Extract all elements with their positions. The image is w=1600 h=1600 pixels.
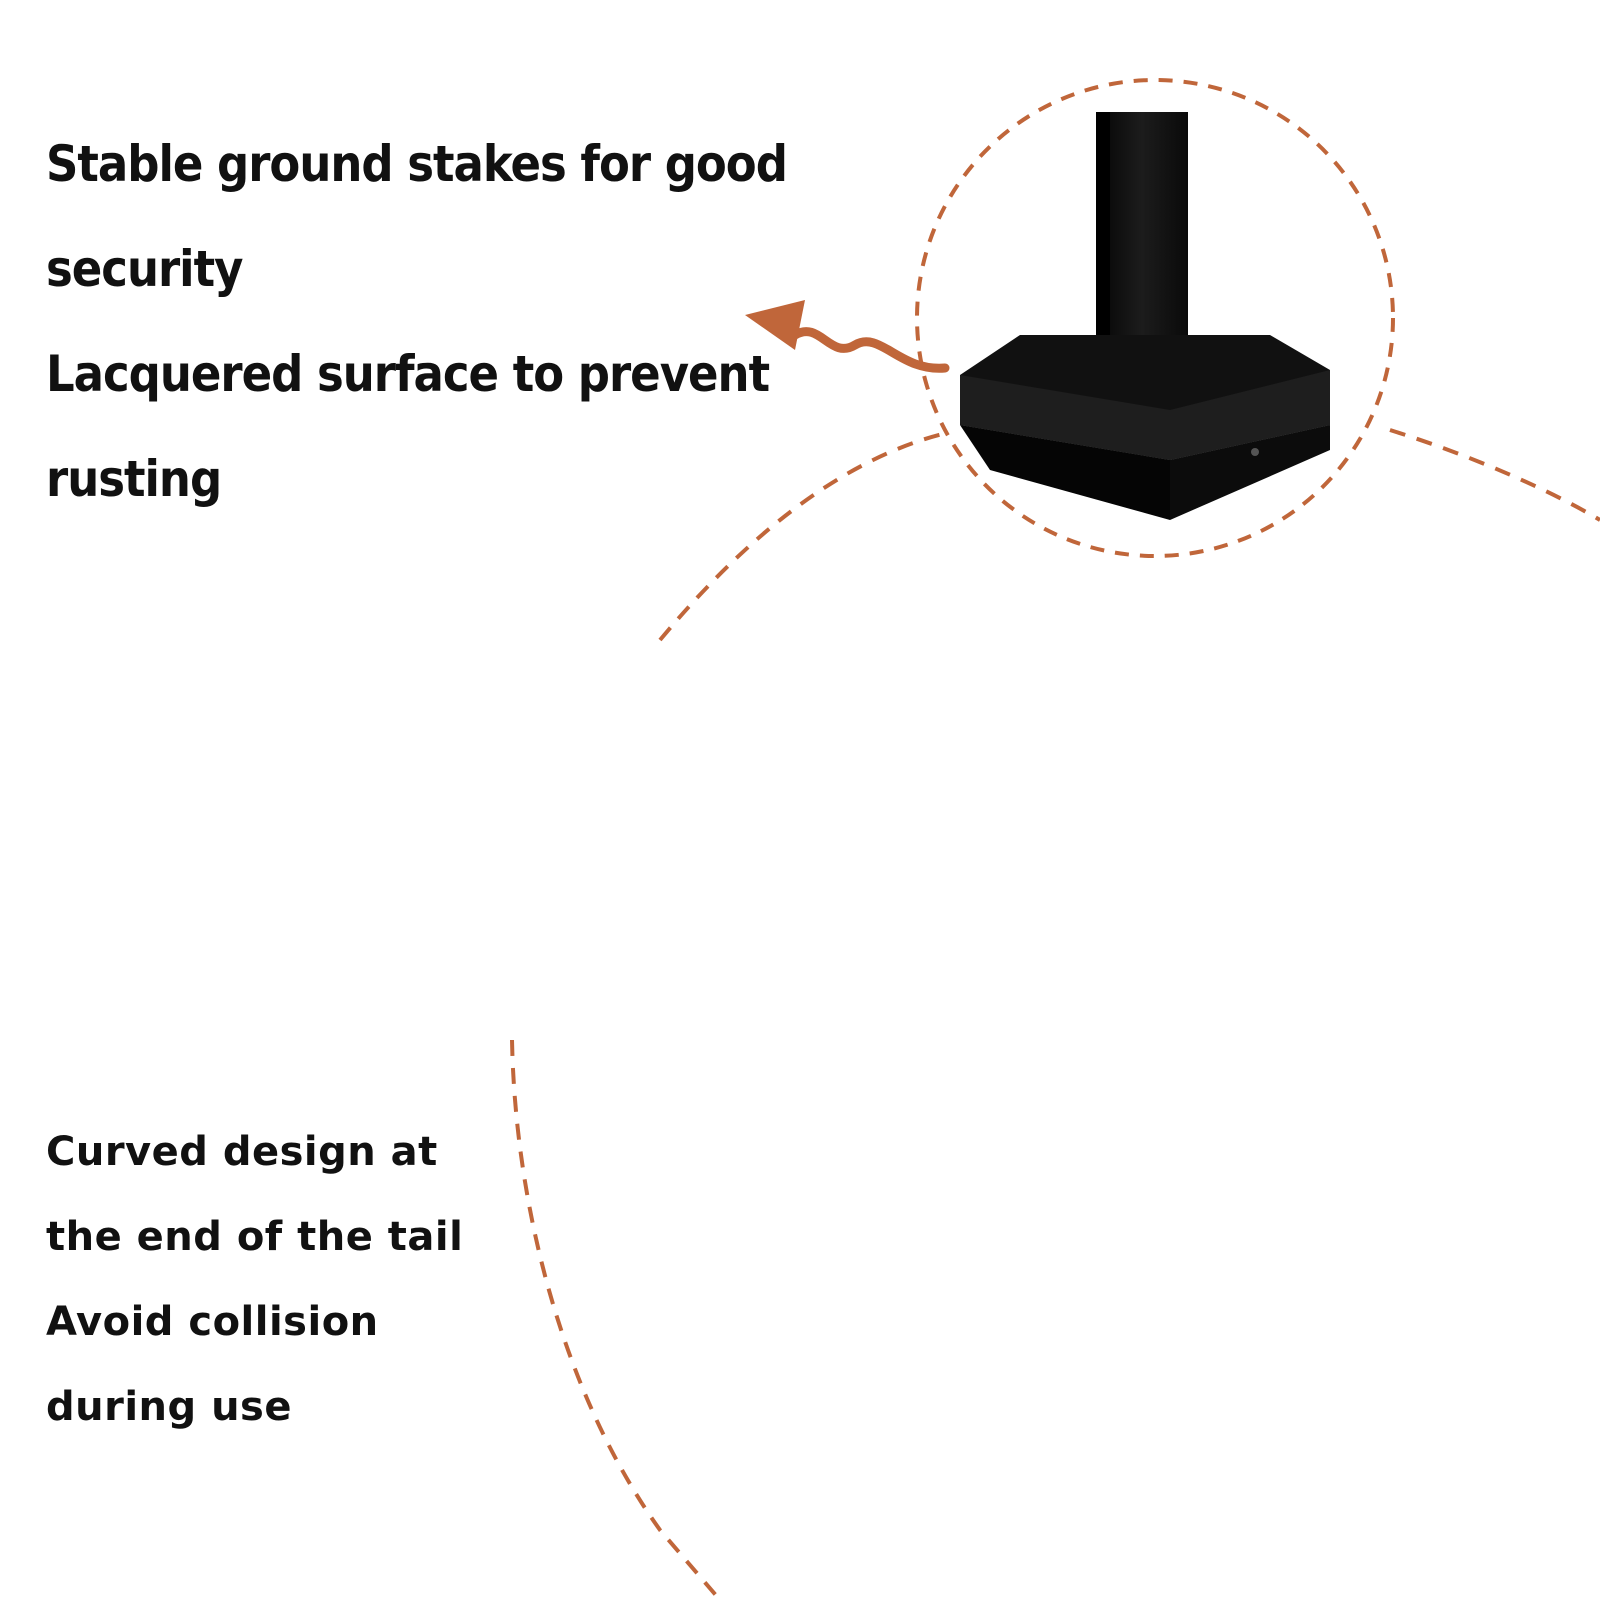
squiggle-arrow-left-icon [745,300,950,373]
feature-lacquered-surface: Lacquered surface to prevent rusting [46,345,770,508]
feature-list-bottom: Curved design at the end of the tail Avo… [46,1110,546,1450]
feature-avoid-collision-1: Avoid collision [46,1299,379,1345]
post-base-detail [915,78,1395,558]
dashed-connector-arc [658,428,1600,642]
feature-avoid-collision-2: during use [46,1384,292,1430]
feature-curved-design-2: the end of the tail [46,1214,464,1260]
feature-list-top: Stable ground stakes for good security L… [46,112,926,532]
feature-ground-stakes: Stable ground stakes for good security [46,135,788,298]
feature-curved-design-1: Curved design at [46,1129,438,1175]
dashed-connector-left [510,1039,722,1600]
